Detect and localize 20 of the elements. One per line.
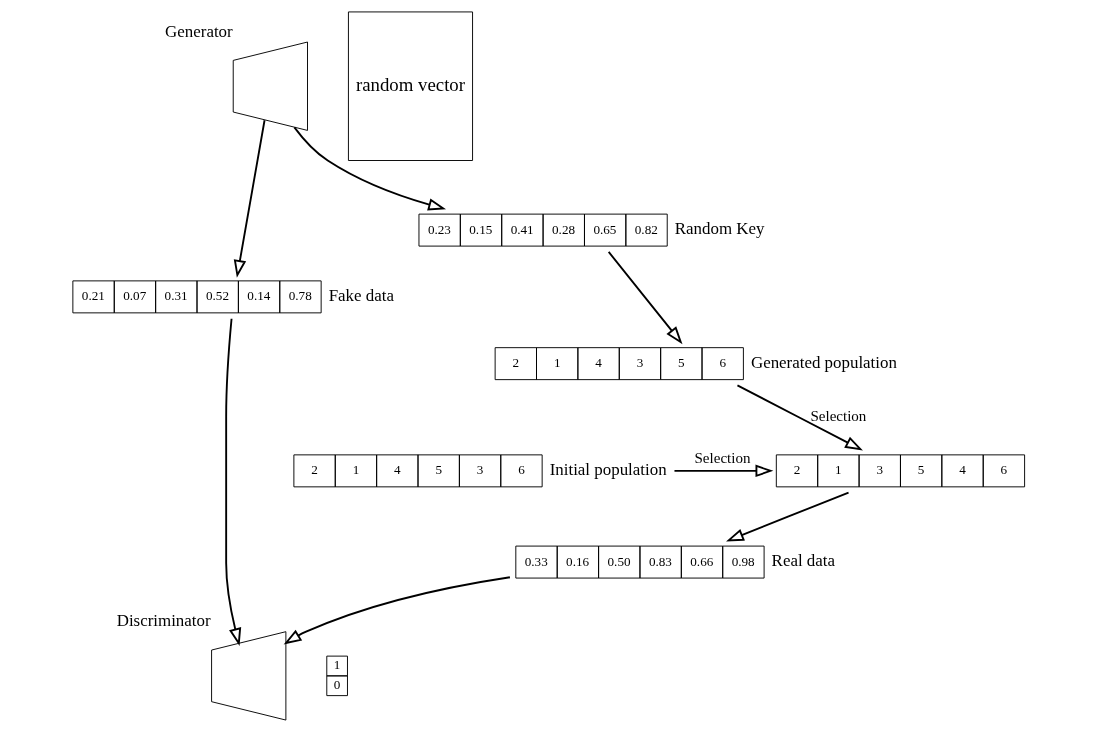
node-label: Initial population	[549, 460, 667, 479]
node-trapezoid	[210, 631, 286, 721]
arrow	[736, 384, 863, 451]
node-label: Real data	[771, 551, 835, 571]
arrow	[292, 126, 446, 211]
node-trapezoid	[232, 41, 308, 131]
node-label: Generator	[164, 21, 233, 41]
arrow	[607, 250, 682, 345]
edge-label: Selection	[694, 450, 750, 467]
arrow	[233, 119, 265, 278]
node-label: Random Key	[674, 219, 764, 239]
arrow	[673, 464, 773, 478]
arrow	[224, 317, 241, 646]
node-label: Generated population	[750, 352, 897, 372]
arrow	[283, 576, 511, 645]
edge-label: Selection	[809, 407, 866, 424]
node-label: Discriminator	[116, 611, 211, 631]
node-box: random vector	[347, 11, 473, 161]
arrow	[725, 491, 849, 542]
node-label: Fake data	[328, 286, 394, 306]
